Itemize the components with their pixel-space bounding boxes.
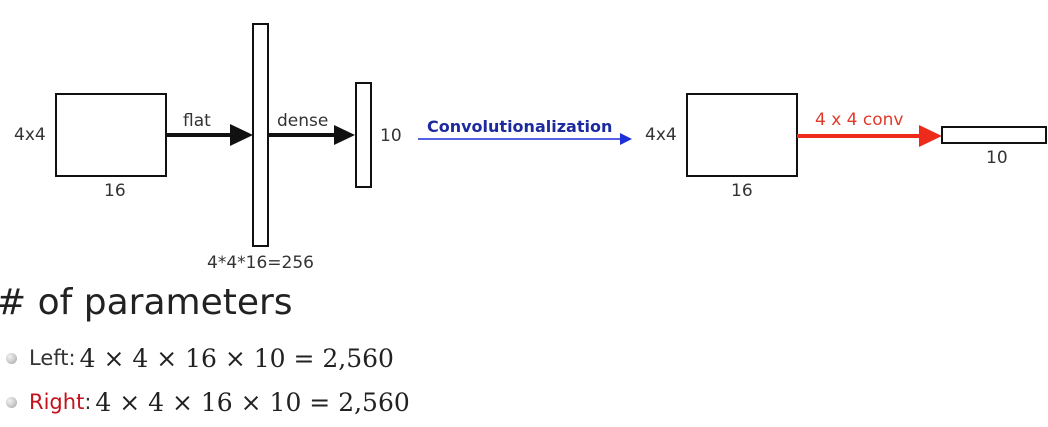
right-input-depth-label: 16 bbox=[731, 181, 753, 201]
right-parameters-item: Right : 4 × 4 × 16 × 10 = 2,560 bbox=[6, 386, 410, 418]
network-diagram: 4x4 16 flat 4*4*16=256 dense 10 Convolut… bbox=[14, 23, 1047, 273]
flat-label: flat bbox=[183, 111, 211, 131]
dense-arrow bbox=[268, 125, 355, 145]
right-output-label: 10 bbox=[986, 148, 1008, 168]
left-output-label: 10 bbox=[380, 126, 402, 146]
bullet-icon bbox=[6, 352, 17, 364]
left-parameters-formula: 4 × 4 × 16 × 10 = 2,560 bbox=[79, 343, 394, 373]
right-parameters-label: Right bbox=[29, 390, 85, 414]
convolutionalization-label: Convolutionalization bbox=[427, 117, 612, 136]
left-input-depth-label: 16 bbox=[104, 181, 126, 201]
flat-arrow bbox=[166, 124, 253, 146]
left-parameters-item: Left : 4 × 4 × 16 × 10 = 2,560 bbox=[6, 342, 394, 374]
conv-arrow bbox=[797, 125, 942, 147]
flattened-vector-label: 4*4*16=256 bbox=[207, 253, 314, 273]
right-output-vector bbox=[941, 126, 1047, 144]
right-parameters-formula: 4 × 4 × 16 × 10 = 2,560 bbox=[95, 387, 410, 417]
left-output-vector bbox=[355, 82, 372, 188]
flattened-vector bbox=[252, 23, 269, 247]
bullet-icon bbox=[6, 396, 17, 408]
right-parameters-colon: : bbox=[84, 390, 92, 414]
left-parameters-colon: : bbox=[68, 346, 76, 370]
left-input-size-label: 4x4 bbox=[14, 125, 46, 145]
dense-label: dense bbox=[277, 111, 328, 131]
conv-label: 4 x 4 conv bbox=[815, 110, 904, 130]
convolutionalization-arrow bbox=[418, 133, 632, 145]
right-input-size-label: 4x4 bbox=[645, 125, 677, 145]
parameters-title: # of parameters bbox=[0, 282, 293, 323]
left-parameters-label: Left bbox=[29, 346, 69, 370]
right-input-feature-map bbox=[686, 93, 798, 177]
left-input-feature-map bbox=[55, 93, 167, 177]
